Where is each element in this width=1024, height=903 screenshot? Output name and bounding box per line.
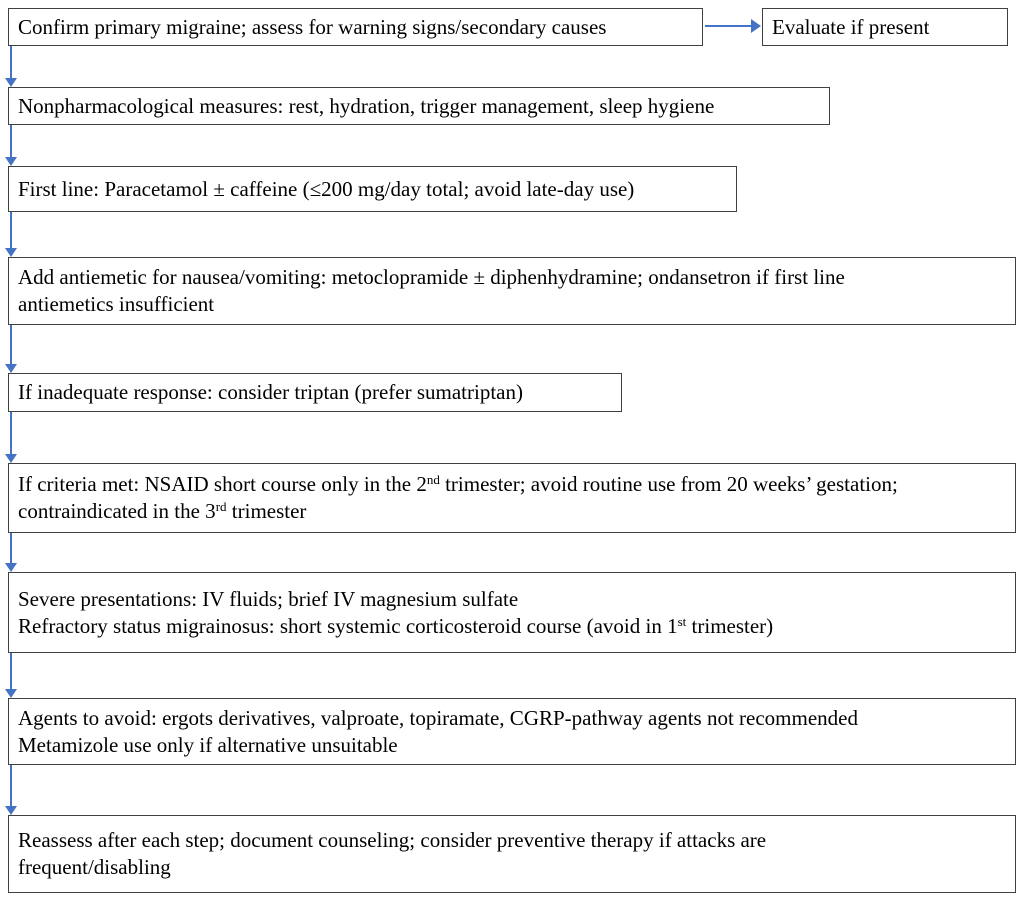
step-triptan-text: If inadequate response: consider triptan… [18, 380, 523, 404]
arrow-stem [10, 125, 12, 159]
step-nonpharmacological-box: Nonpharmacological measures: rest, hydra… [8, 87, 830, 125]
step-nsaid-line1: If criteria met: NSAID short course only… [18, 471, 898, 498]
evaluate-if-present-text: Evaluate if present [772, 14, 930, 39]
step-reassess-line1: Reassess after each step; document couns… [18, 828, 767, 852]
arrow-head [5, 806, 17, 815]
step-reassess-line2: frequent/disabling [18, 855, 171, 879]
severe-line2-text: Refractory status migrainosus: short sys… [18, 613, 678, 638]
step-antiemetic-line2: antiemetics insufficient [18, 292, 215, 316]
arrow-right-head [751, 19, 761, 33]
arrow-head [5, 454, 17, 463]
nsaid-line2-text: contraindicated in the 3 [18, 499, 216, 523]
arrow-head [5, 689, 17, 698]
arrow-stem [10, 765, 12, 808]
arrow-stem [10, 46, 12, 80]
arrow-stem [10, 653, 12, 691]
step-first-line-box: First line: Paracetamol ± caffeine (≤200… [8, 166, 737, 212]
arrow-head [5, 78, 17, 87]
step-severe-box: Severe presentations: IV fluids; brief I… [8, 572, 1016, 653]
arrow-down-7-icon [5, 653, 17, 698]
step-antiemetic-line1: Add antiemetic for nausea/vomiting: meto… [18, 265, 845, 289]
ordinal-superscript: nd [426, 472, 440, 487]
arrow-head [5, 364, 17, 373]
severe-line2-cont: trimester) [686, 613, 774, 638]
step-confirm-box: Confirm primary migraine; assess for war… [8, 8, 703, 46]
ordinal-superscript: st [677, 613, 687, 629]
arrow-stem [10, 325, 12, 366]
arrow-right-stem [705, 25, 753, 27]
arrow-down-6-icon [5, 533, 17, 572]
arrow-down-8-icon [5, 765, 17, 815]
step-first-line-text: First line: Paracetamol ± caffeine (≤200… [18, 176, 635, 201]
step-triptan-box: If inadequate response: consider triptan… [8, 373, 622, 412]
evaluate-if-present-box: Evaluate if present [762, 8, 1008, 46]
arrow-head [5, 248, 17, 257]
step-agents-to-avoid-line1: Agents to avoid: ergots derivatives, val… [18, 705, 858, 730]
step-nsaid-box: If criteria met: NSAID short course only… [8, 463, 1016, 533]
arrow-down-5-icon [5, 412, 17, 463]
arrow-head [5, 157, 17, 166]
nsaid-line2-cont: trimester [226, 499, 307, 523]
step-nsaid-line2: contraindicated in the 3rd trimester [18, 498, 306, 525]
arrow-stem [10, 412, 12, 456]
arrow-down-1-icon [5, 46, 17, 87]
ordinal-superscript: rd [215, 499, 227, 514]
arrow-down-2-icon [5, 125, 17, 166]
step-nonpharmacological-text: Nonpharmacological measures: rest, hydra… [18, 93, 715, 118]
arrow-head [5, 563, 17, 572]
arrow-stem [10, 533, 12, 565]
step-confirm-text: Confirm primary migraine; assess for war… [18, 14, 607, 39]
step-severe-line2: Refractory status migrainosus: short sys… [18, 613, 773, 640]
step-agents-to-avoid-box: Agents to avoid: ergots derivatives, val… [8, 698, 1016, 765]
step-agents-to-avoid-line2: Metamizole use only if alternative unsui… [18, 732, 398, 757]
arrow-stem [10, 212, 12, 250]
step-antiemetic-box: Add antiemetic for nausea/vomiting: meto… [8, 257, 1016, 325]
step-reassess-box: Reassess after each step; document couns… [8, 815, 1016, 893]
arrow-down-3-icon [5, 212, 17, 257]
nsaid-line1-text: If criteria met: NSAID short course only… [18, 472, 427, 496]
step-severe-line1: Severe presentations: IV fluids; brief I… [18, 586, 519, 611]
arrow-down-4-icon [5, 325, 17, 373]
nsaid-line1-cont: trimester; avoid routine use from 20 wee… [439, 472, 898, 496]
arrow-right-icon [705, 19, 761, 33]
